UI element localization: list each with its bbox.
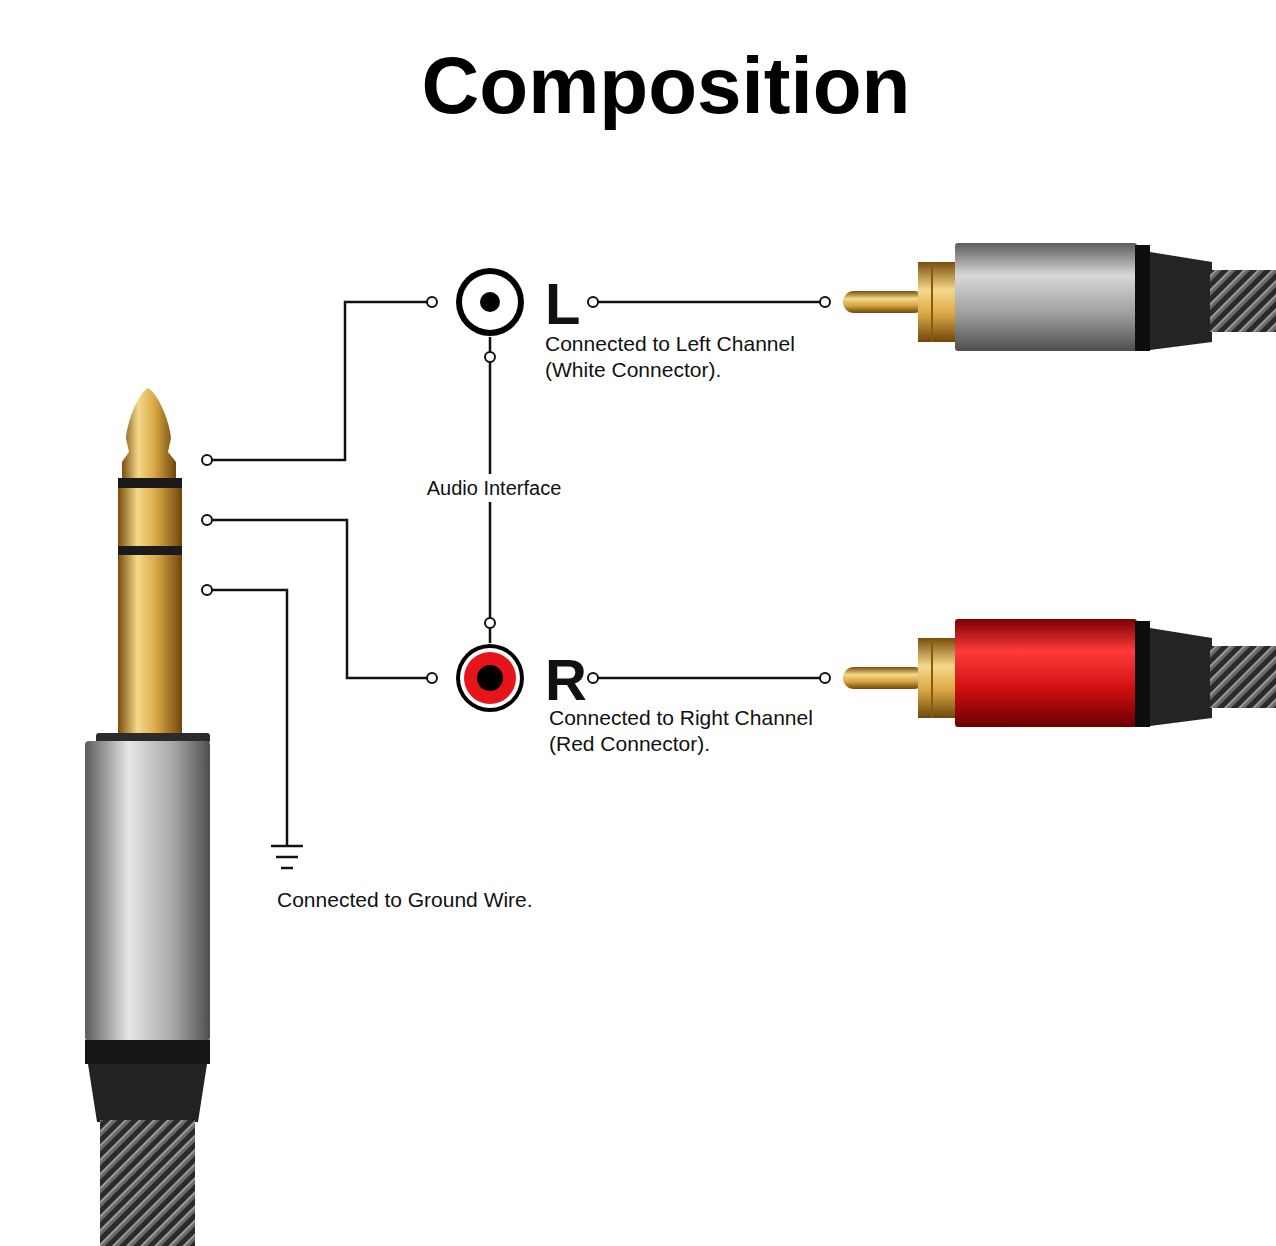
jack-ring [462, 274, 518, 330]
wire-dot [588, 673, 598, 683]
channel-letter: L [545, 275, 580, 333]
channel-note: Connected to Left Channel (White Connect… [545, 331, 850, 383]
rca-boot [1150, 252, 1212, 350]
plug-ring [118, 488, 182, 546]
edge-label: Audio Interface [421, 474, 568, 502]
braided-cable [100, 1120, 195, 1246]
jack-symbol: RConnected to Right Channel (Red Connect… [455, 643, 525, 713]
plug-insulator [118, 478, 182, 488]
jack-symbol: LConnected to Left Channel (White Connec… [455, 267, 525, 337]
sleeve-wire [212, 590, 287, 845]
rca-collar [918, 262, 958, 342]
ground-bar [271, 845, 303, 848]
jack-ring [456, 644, 524, 712]
right-wire [598, 677, 820, 680]
title: Composition [422, 46, 911, 126]
rca-band [1135, 245, 1150, 351]
wires [212, 302, 820, 845]
rca-boot [1150, 628, 1212, 726]
channel-letter: R [545, 651, 587, 709]
wire-dot [202, 455, 212, 465]
rca-body [955, 243, 1137, 351]
wire-dot [588, 297, 598, 307]
terminal-dot [485, 352, 495, 362]
wire-dot [427, 297, 437, 307]
ground-bar [281, 867, 293, 870]
plug-insulator [118, 546, 182, 555]
jack-ring [464, 652, 516, 704]
ground-bar [276, 856, 298, 859]
rca-pin [843, 667, 925, 689]
left-wire [598, 301, 820, 304]
jack-ring [460, 648, 520, 708]
ring-wire [212, 520, 427, 678]
ground-symbol [271, 846, 303, 868]
rca-collar-line [931, 262, 933, 342]
note-label: Connected to Ground Wire. [277, 888, 533, 912]
rca-body [955, 619, 1137, 727]
rca-pin [843, 291, 925, 313]
plug-sleeve [118, 555, 182, 735]
rca-band [1135, 621, 1150, 727]
wire-dot [820, 297, 830, 307]
plug-boot [88, 1064, 207, 1122]
wire-dot [820, 673, 830, 683]
jack-ring [480, 292, 500, 312]
rca-collar-line [931, 638, 933, 718]
braided-cable [1210, 646, 1276, 708]
rca-plug-right [843, 619, 1276, 727]
rca-plug-left [843, 243, 1276, 351]
plug-body [85, 741, 210, 1041]
rca-collar [918, 638, 958, 718]
jack-circle [455, 267, 525, 337]
jack-ring [477, 665, 503, 691]
jack-circle [455, 643, 525, 713]
wire-dot [202, 585, 212, 595]
terminal-dot [485, 618, 495, 628]
tip-wire [212, 302, 427, 460]
plug-tip [122, 388, 176, 480]
wire-dot [202, 515, 212, 525]
channel-note: Connected to Right Channel (Red Connecto… [549, 705, 854, 757]
plug-collar [85, 1040, 210, 1064]
jack-ring [456, 268, 524, 336]
braided-cable [1210, 270, 1276, 332]
wire-dot [427, 673, 437, 683]
trs-plug [85, 388, 210, 1246]
